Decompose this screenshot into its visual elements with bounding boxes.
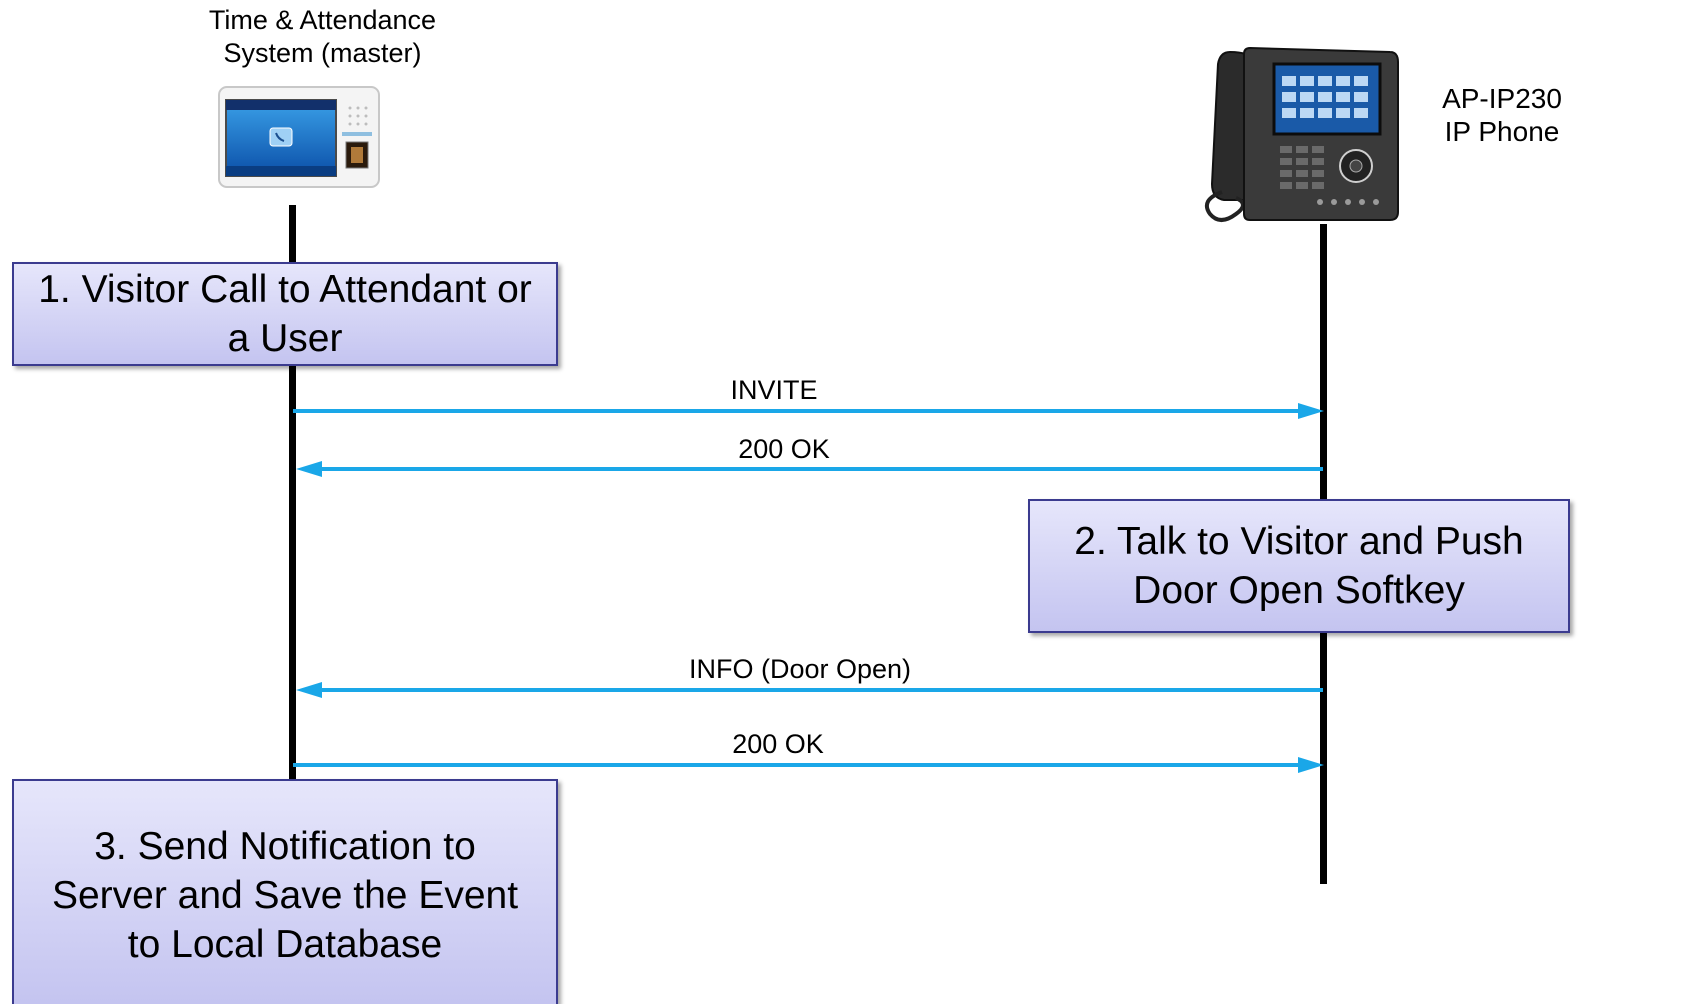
step-box-1: 1. Visitor Call to Attendant or a User — [12, 262, 558, 366]
step-1-line1: 1. Visitor Call to Attendant or — [38, 268, 532, 311]
left-lifeline — [289, 205, 296, 1004]
step-3-line2: Server and Save the Event — [51, 874, 519, 917]
step-3-line1: 3. Send Notification to — [94, 825, 476, 868]
attendance-terminal-icon — [218, 86, 380, 188]
message-label-info-door-open: INFO (Door Open) — [688, 654, 912, 684]
ok2-arrowhead — [1298, 757, 1324, 773]
step-3-line3: to Local Database — [127, 923, 443, 966]
right-actor-label: AP-IP230 IP Phone — [1432, 82, 1572, 148]
step-2-line2: Door Open Softkey — [1133, 569, 1465, 612]
message-label-200-ok-1: 200 OK — [738, 434, 830, 464]
step-2-line1: 2. Talk to Visitor and Push — [1074, 520, 1524, 563]
step-box-2: 2. Talk to Visitor and Push Door Open So… — [1028, 499, 1570, 633]
step-box-3: 3. Send Notification to Server and Save … — [12, 779, 558, 1004]
info-arrowhead — [296, 682, 322, 698]
message-label-200-ok-2: 200 OK — [732, 729, 824, 759]
left-actor-label-line2: System (master) — [223, 38, 422, 68]
ip-phone-icon — [1200, 42, 1400, 226]
step-1-line2: a User — [227, 317, 343, 360]
invite-arrowhead — [1298, 403, 1324, 419]
left-actor-label-line1: Time & Attendance — [208, 5, 437, 35]
right-actor-label-line1: AP-IP230 — [1442, 83, 1562, 114]
message-label-invite: INVITE — [730, 375, 818, 405]
right-actor-label-line2: IP Phone — [1444, 116, 1560, 147]
left-actor-label: Time & Attendance System (master) — [200, 4, 445, 70]
ok1-arrowhead — [296, 461, 322, 477]
